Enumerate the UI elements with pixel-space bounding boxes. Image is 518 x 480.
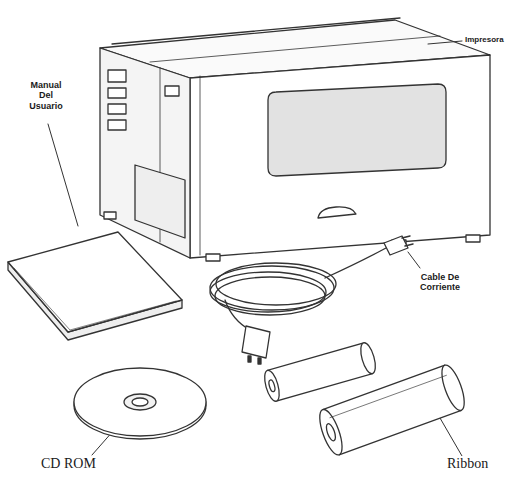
manual-label: Manual Del Usuario: [22, 80, 70, 111]
printer-drawing: [100, 18, 490, 261]
power-cable-drawing: [210, 236, 413, 364]
printer-label: Impresora: [464, 35, 505, 44]
cd-label: CD ROM: [40, 456, 97, 472]
cable-label: Cable De Corriente: [416, 272, 464, 293]
ribbon-drawing: [262, 341, 469, 457]
cd-rom-drawing: [74, 368, 206, 439]
ribbon-label: Ribbon: [446, 456, 489, 472]
user-manual-drawing: [8, 232, 182, 340]
